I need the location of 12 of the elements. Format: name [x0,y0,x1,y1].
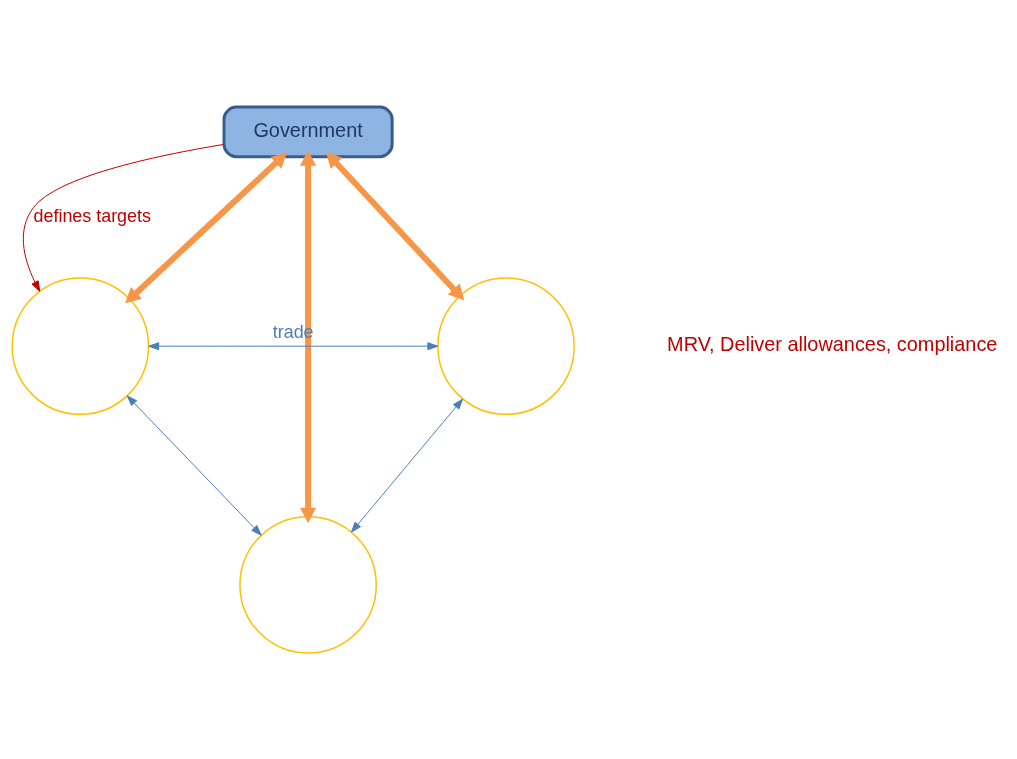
arrow [350,398,464,533]
edge-label: defines targets [33,205,151,226]
node-circle [239,515,377,654]
arrow [22,143,225,292]
arrow [125,151,288,303]
node-circle [437,276,575,415]
arrow [126,394,262,536]
arrow [148,341,439,350]
node-box: Government [222,105,394,158]
arrow [300,149,317,523]
label: MRV, Deliver allowances, compliance [667,332,998,355]
arrow [326,151,465,300]
